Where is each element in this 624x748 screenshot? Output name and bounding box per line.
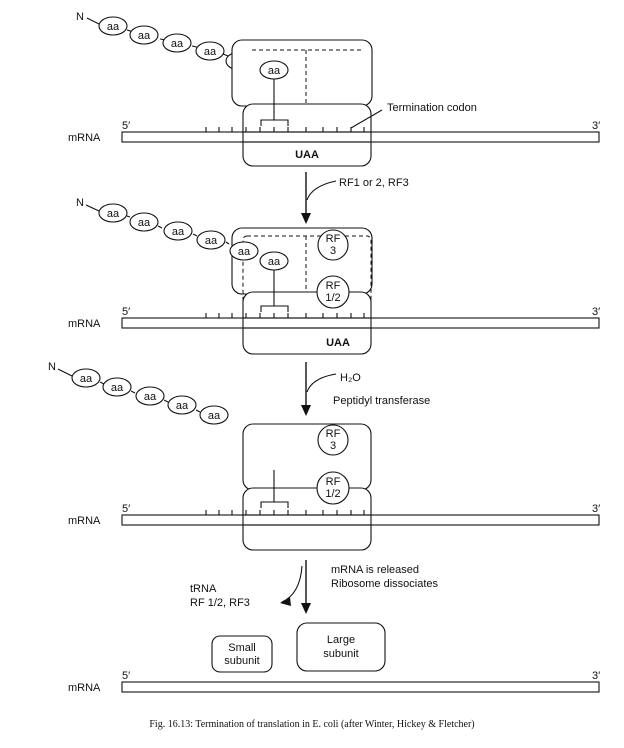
mrna-label: mRNA — [68, 682, 101, 694]
rf3-label: RF — [326, 428, 341, 440]
amino-acid-label: aa — [205, 235, 218, 247]
svg-text:aa: aa — [268, 65, 281, 77]
five-prime-label: 5′ — [122, 503, 130, 515]
mrna-strand — [121, 514, 600, 526]
three-prime-label: 3′ — [592, 670, 600, 682]
amino-acid-label: aa — [208, 410, 221, 422]
amino-acid — [195, 41, 225, 61]
amino-acid-label: aa — [171, 38, 184, 50]
released-factors-line-2: RF 1/2, RF3 — [190, 597, 250, 609]
mrna-strand — [121, 317, 600, 329]
amino-acid-label: aa — [176, 400, 189, 412]
amino-acid-label: aa — [144, 391, 157, 403]
rf12-label: 1/2 — [325, 292, 340, 304]
small-subunit-label: Small — [228, 642, 256, 654]
step-2-enzyme-label: Peptidyl transferase — [333, 395, 430, 407]
amino-acid-label: aa — [107, 21, 120, 33]
rf3-label: RF — [326, 233, 341, 245]
step-arrow-2: H₂O Peptidyl transferase — [301, 362, 430, 416]
mrna-label: mRNA — [68, 132, 101, 144]
five-prime-label: 5′ — [122, 670, 130, 682]
amino-acid — [162, 33, 192, 53]
amino-acid-label: aa — [80, 373, 93, 385]
large-subunit-label: Large — [327, 634, 355, 646]
mrna-strand — [121, 681, 600, 693]
amino-acid — [98, 16, 128, 36]
five-prime-label: 5′ — [122, 306, 130, 318]
rf12-label: 1/2 — [325, 488, 340, 500]
rf3-label: 3 — [330, 440, 336, 452]
stage-3: N aa aa aa aa aa RF 3 RF 1/2 — [48, 361, 600, 551]
three-prime-label: 3′ — [592, 120, 600, 132]
amino-acid-label: aa — [268, 256, 281, 268]
amino-acid-label: aa — [107, 208, 120, 220]
figure-caption: Fig. 16.13: Termination of translation i… — [149, 719, 474, 730]
rf12-label: RF — [326, 280, 341, 292]
mrna-strand — [121, 131, 600, 143]
amino-acid-label: aa — [138, 30, 151, 42]
n-terminus-label: N — [76, 197, 84, 209]
large-subunit-label: subunit — [323, 648, 358, 660]
stage-1: N aa aa aa aa aa aa aa — [68, 11, 600, 167]
step-1-label: RF1 or 2, RF3 — [339, 177, 409, 189]
step-2-h2o-label: H₂O — [340, 372, 361, 384]
rf3-label: 3 — [330, 245, 336, 257]
step-3-line-1: mRNA is released — [331, 564, 419, 576]
rf3-factor — [317, 229, 349, 261]
three-prime-label: 3′ — [592, 306, 600, 318]
stage-4: Small subunit Large subunit mRNA 5′ 3′ — [68, 622, 600, 694]
n-terminus-label: N — [48, 361, 56, 373]
amino-acid-label: aa — [138, 217, 151, 229]
termination-codon-label: Termination codon — [387, 102, 477, 114]
amino-acid-label: aa — [204, 46, 217, 58]
stop-codon-label: UAA — [295, 149, 319, 161]
peptide-chain-2: N aa aa aa aa — [76, 197, 263, 258]
amino-acid-label: aa — [111, 382, 124, 394]
five-prime-label: 5′ — [122, 120, 130, 132]
rf12-factor — [316, 275, 350, 309]
mrna-label: mRNA — [68, 318, 101, 330]
small-subunit-label: subunit — [224, 655, 259, 667]
released-factors-line-1: tRNA — [190, 583, 217, 595]
stage-2: N aa aa aa aa aa aa RF 3 RF — [68, 197, 600, 355]
mrna-label: mRNA — [68, 515, 101, 527]
released-peptide: N aa aa aa aa aa — [48, 361, 229, 425]
n-terminus-label: N — [76, 11, 84, 23]
stop-codon-label: UAA — [326, 337, 350, 349]
step-3-line-2: Ribosome dissociates — [331, 578, 438, 590]
small-subunit-free — [211, 635, 273, 673]
amino-acid-label: aa — [172, 226, 185, 238]
rf12-label: RF — [326, 476, 341, 488]
three-prime-label: 3′ — [592, 503, 600, 515]
amino-acid — [129, 25, 159, 45]
step-arrow-3: mRNA is released Ribosome dissociates tR… — [190, 560, 438, 614]
large-subunit-free — [296, 622, 386, 672]
amino-acid-label: aa — [238, 246, 251, 258]
step-arrow-1: RF1 or 2, RF3 — [301, 172, 409, 224]
